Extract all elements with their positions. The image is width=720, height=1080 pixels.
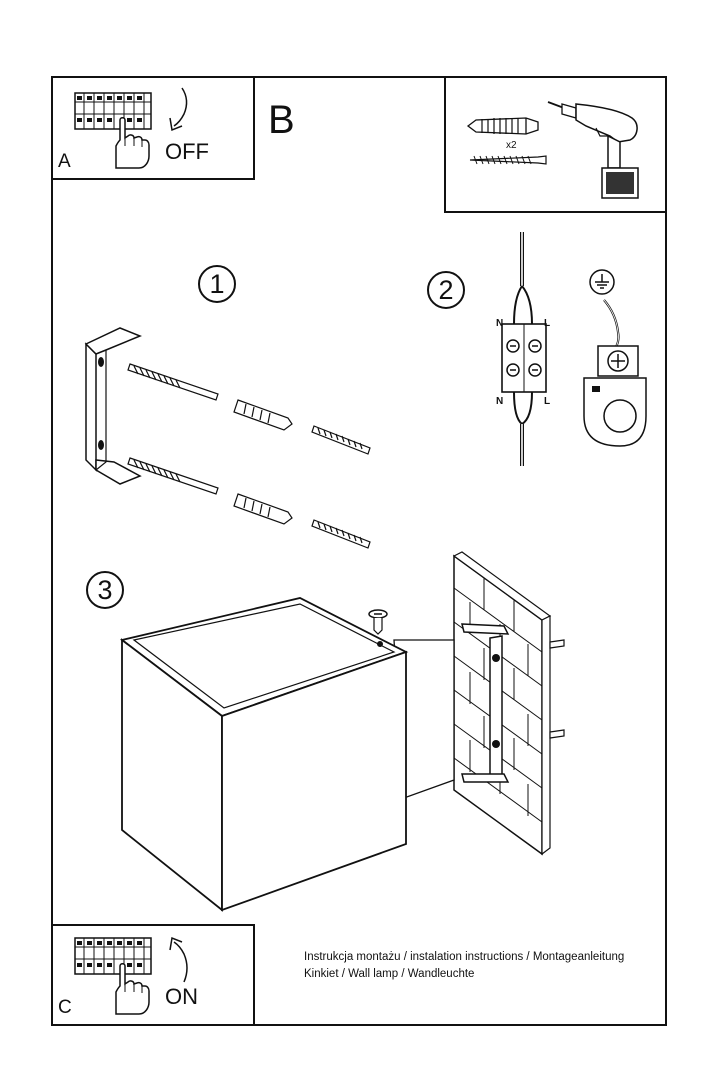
step-1-marker: 1 (198, 265, 236, 303)
quantity-label: x2 (506, 140, 517, 151)
drill-icon (547, 101, 639, 199)
fuse-box-icon (74, 92, 152, 130)
product-name: Kinkiet / Wall lamp / Wandleuchte (304, 968, 475, 980)
wire-label-l-bottom: L (544, 396, 551, 407)
fuse-box-icon (74, 937, 152, 975)
step-2-marker: 2 (427, 271, 465, 309)
terminal-block-icon (501, 232, 547, 466)
wall-plug-icon (466, 117, 539, 135)
mounting-bracket-exploded-diagram (84, 327, 371, 549)
wall-lamp-assembly-diagram (119, 551, 565, 912)
off-label: OFF (165, 139, 209, 164)
hand-icon (115, 117, 150, 169)
wire-label-n-bottom: N (496, 396, 504, 407)
screw-icon (469, 155, 547, 165)
instructions-title: Instrukcja montażu / instalation instruc… (304, 951, 625, 963)
wire-label-l-top: L (544, 318, 551, 329)
panel-a-letter: A (58, 151, 71, 172)
wire-label-n-top: N (496, 318, 504, 329)
step-3-marker: 3 (86, 571, 124, 609)
arrow-down-icon (169, 87, 188, 132)
ground-icon (583, 269, 647, 447)
arrow-up-icon (169, 936, 188, 983)
panel-c-letter: C (58, 997, 72, 1018)
hand-icon (115, 963, 150, 1015)
tools-panel (444, 76, 667, 213)
on-label: ON (165, 984, 198, 1009)
section-b-label: B (268, 98, 295, 142)
instruction-sheet-frame (51, 76, 667, 1026)
